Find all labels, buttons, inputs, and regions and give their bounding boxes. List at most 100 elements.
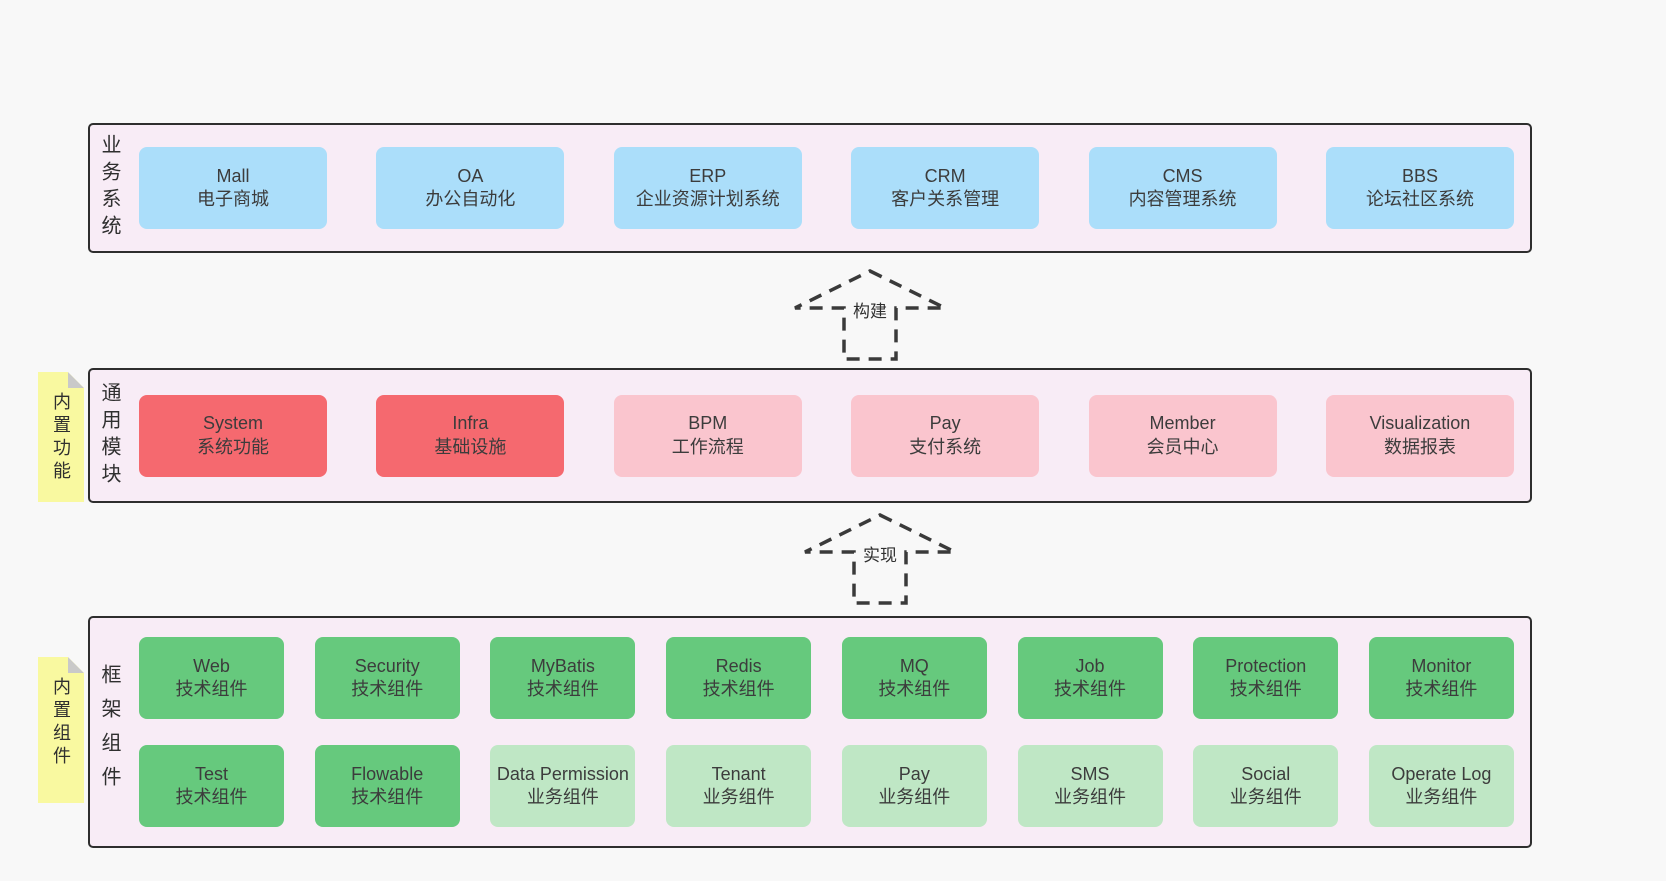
module-box-infra: Infra 基础设施 bbox=[376, 394, 565, 477]
box-title: Member bbox=[1149, 413, 1216, 434]
box-title: ERP bbox=[689, 165, 727, 186]
module-box-pay: Pay 支付系统 bbox=[851, 394, 1040, 477]
component-boxes-grid: Web 技术组件 Security 技术组件 MyBatis 技术组件 Redi… bbox=[119, 618, 1530, 846]
component-box-monitor: Monitor 技术组件 bbox=[1368, 637, 1514, 719]
box-subtitle: 内容管理系统 bbox=[1128, 189, 1237, 209]
component-box-mq: MQ 技术组件 bbox=[841, 637, 987, 719]
box-title: MyBatis bbox=[530, 655, 595, 676]
implement-arrow-label: 实现 bbox=[859, 540, 901, 567]
box-subtitle: 办公自动化 bbox=[425, 189, 516, 209]
box-title: Flowable bbox=[351, 763, 424, 784]
box-title: Pay bbox=[929, 413, 961, 434]
box-subtitle: 企业资源计划系统 bbox=[635, 189, 780, 209]
up-arrow-icon bbox=[794, 269, 946, 361]
box-title: Mall bbox=[216, 165, 250, 186]
box-subtitle: 技术组件 bbox=[351, 787, 424, 807]
box-subtitle: 业务组件 bbox=[526, 787, 599, 807]
box-title: Test bbox=[194, 763, 228, 784]
box-subtitle: 业务组件 bbox=[1054, 787, 1127, 807]
component-box-data-permission: Data Permission 业务组件 bbox=[490, 745, 636, 827]
box-title: Protection bbox=[1225, 655, 1307, 676]
module-box-visualization: Visualization 数据报表 bbox=[1325, 394, 1514, 477]
box-title: MQ bbox=[899, 655, 929, 676]
component-row-1: Web 技术组件 Security 技术组件 MyBatis 技术组件 Redi… bbox=[139, 637, 1514, 719]
component-box-test: Test 技术组件 bbox=[139, 745, 284, 827]
business-box-cms: CMS 内容管理系统 bbox=[1088, 147, 1277, 229]
component-box-redis: Redis 技术组件 bbox=[666, 637, 812, 719]
module-box-member: Member 会员中心 bbox=[1088, 394, 1277, 477]
build-arrow: 构建 bbox=[790, 268, 950, 362]
sticky-label: 内置功能 bbox=[51, 392, 71, 484]
box-subtitle: 论坛社区系统 bbox=[1365, 189, 1474, 209]
box-subtitle: 会员中心 bbox=[1146, 436, 1219, 457]
box-title: Pay bbox=[898, 763, 930, 784]
box-title: Monitor bbox=[1411, 655, 1472, 676]
box-title: Web bbox=[193, 655, 230, 676]
business-box-erp: ERP 企业资源计划系统 bbox=[613, 147, 802, 229]
component-box-mybatis: MyBatis 技术组件 bbox=[490, 637, 636, 719]
folded-corner-icon bbox=[68, 372, 84, 388]
box-title: Visualization bbox=[1369, 413, 1471, 434]
component-box-sms: SMS 业务组件 bbox=[1017, 745, 1163, 827]
component-box-pay: Pay 业务组件 bbox=[841, 745, 987, 827]
box-title: Job bbox=[1075, 655, 1105, 676]
sticky-label: 内置组件 bbox=[51, 677, 71, 769]
box-title: SMS bbox=[1070, 763, 1110, 784]
business-systems-side-label: 业务系统 bbox=[98, 134, 120, 242]
box-title: System bbox=[202, 413, 263, 434]
component-box-job: Job 技术组件 bbox=[1017, 637, 1163, 719]
box-subtitle: 工作流程 bbox=[671, 436, 744, 457]
box-subtitle: 业务组件 bbox=[1405, 787, 1478, 807]
box-subtitle: 客户关系管理 bbox=[891, 189, 1000, 209]
business-boxes-row: Mall 电子商城 OA 办公自动化 ERP 企业资源计划系统 CRM 客户关系… bbox=[119, 125, 1530, 251]
box-title: BBS bbox=[1401, 165, 1438, 186]
box-subtitle: 技术组件 bbox=[526, 679, 599, 699]
common-modules-panel: 通用模块 System 系统功能 Infra 基础设施 BPM 工作流程 Pay… bbox=[88, 368, 1532, 503]
box-subtitle: 业务组件 bbox=[1229, 787, 1302, 807]
component-box-social: Social 业务组件 bbox=[1193, 745, 1339, 827]
box-subtitle: 基础设施 bbox=[434, 436, 507, 457]
box-subtitle: 技术组件 bbox=[878, 679, 951, 699]
module-boxes-row: System 系统功能 Infra 基础设施 BPM 工作流程 Pay 支付系统… bbox=[119, 370, 1530, 501]
component-box-protection: Protection 技术组件 bbox=[1193, 637, 1339, 719]
box-title: OA bbox=[457, 165, 484, 186]
component-box-security: Security 技术组件 bbox=[314, 637, 460, 719]
business-box-bbs: BBS 论坛社区系统 bbox=[1325, 147, 1514, 229]
box-subtitle: 技术组件 bbox=[175, 679, 248, 699]
box-subtitle: 技术组件 bbox=[351, 679, 424, 699]
module-box-bpm: BPM 工作流程 bbox=[613, 394, 802, 477]
common-modules-side-label: 通用模块 bbox=[98, 381, 120, 490]
box-subtitle: 支付系统 bbox=[909, 436, 982, 457]
build-arrow-label: 构建 bbox=[849, 296, 891, 323]
box-title: Tenant bbox=[711, 763, 766, 784]
box-subtitle: 技术组件 bbox=[1054, 679, 1127, 699]
module-box-system: System 系统功能 bbox=[139, 394, 327, 477]
business-box-crm: CRM 客户关系管理 bbox=[851, 147, 1040, 229]
box-title: Infra bbox=[452, 413, 489, 434]
builtin-components-sticky: 内置组件 bbox=[38, 657, 84, 803]
box-title: CMS bbox=[1162, 165, 1203, 186]
business-box-mall: Mall 电子商城 bbox=[139, 147, 327, 229]
box-subtitle: 电子商城 bbox=[197, 189, 269, 209]
component-box-flowable: Flowable 技术组件 bbox=[314, 745, 460, 827]
business-systems-panel: 业务系统 Mall 电子商城 OA 办公自动化 ERP 企业资源计划系统 CRM… bbox=[88, 123, 1532, 253]
component-box-web: Web 技术组件 bbox=[139, 637, 284, 719]
box-subtitle: 技术组件 bbox=[1229, 679, 1302, 699]
box-subtitle: 技术组件 bbox=[175, 787, 248, 807]
box-title: Data Permission bbox=[496, 763, 629, 784]
component-row-2: Test 技术组件 Flowable 技术组件 Data Permission … bbox=[139, 745, 1514, 827]
framework-components-panel: 框架组件 Web 技术组件 Security 技术组件 MyBatis 技术组件… bbox=[88, 616, 1532, 848]
component-box-operate-log: Operate Log 业务组件 bbox=[1368, 745, 1514, 827]
box-subtitle: 系统功能 bbox=[197, 436, 269, 457]
box-subtitle: 技术组件 bbox=[702, 679, 775, 699]
box-title: Social bbox=[1241, 763, 1291, 784]
box-title: Security bbox=[354, 655, 420, 676]
box-subtitle: 数据报表 bbox=[1383, 436, 1456, 457]
box-title: Operate Log bbox=[1391, 763, 1492, 784]
box-title: Redis bbox=[715, 655, 762, 676]
box-subtitle: 业务组件 bbox=[878, 787, 951, 807]
builtin-features-sticky: 内置功能 bbox=[38, 372, 84, 502]
box-title: BPM bbox=[688, 413, 728, 434]
folded-corner-icon bbox=[68, 657, 84, 673]
component-box-tenant: Tenant 业务组件 bbox=[666, 745, 812, 827]
